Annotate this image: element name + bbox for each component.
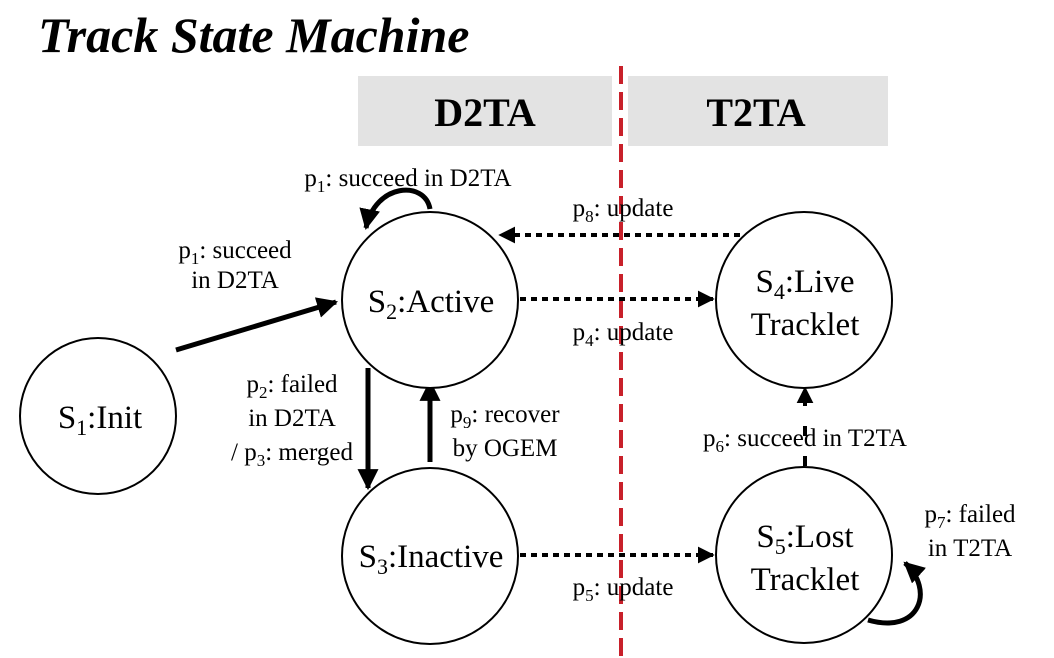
transition-p1-init-label-line2: in D2TA: [191, 267, 279, 294]
state-s5-label-line2: Tracklet: [751, 562, 860, 598]
transition-p1-self-arrow: [359, 187, 433, 231]
transition-p2p3-label-line2: in D2TA: [248, 405, 336, 432]
transition-p6-label-line1: p6: succeed in T2TA: [703, 425, 907, 456]
state-s4-label-line2: Tracklet: [751, 307, 860, 343]
transition-p4-label-line1: p4: update: [573, 319, 674, 350]
zone-d2ta-header: [358, 76, 612, 146]
state-s4-circle: [715, 211, 893, 389]
state-s2-circle: [341, 211, 519, 389]
zone-t2ta-header: [628, 76, 888, 146]
transition-p9-label-line2: by OGEM: [453, 435, 558, 462]
transition-p9-label-line1: p9: recover: [450, 401, 560, 432]
transition-p7-self-label-line2: in T2TA: [928, 535, 1012, 562]
zone-t2ta-label: T2TA: [706, 90, 805, 135]
transition-p1-self-label-line1: p1: succeed in D2TA: [304, 165, 511, 196]
state-s1-circle: [19, 337, 177, 495]
transition-p5-label-line1: p5: update: [573, 574, 674, 605]
state-s5-circle: [715, 466, 893, 644]
transition-p7-self-label-line1: p7: failed: [924, 501, 1016, 532]
zone-d2ta-label: D2TA: [434, 90, 536, 135]
state-s4-label-line1: S4:Live: [755, 264, 854, 304]
state-s2-label-line1: S2:Active: [368, 284, 495, 324]
diagram-title: Track State Machine: [38, 7, 469, 63]
state-s1-label-line1: S1:Init: [58, 400, 142, 440]
state-s3-circle: [341, 467, 519, 645]
transition-p2p3-label-line3: / p3: merged: [231, 439, 353, 470]
transition-p2p3-label-line1: p2: failed: [246, 371, 338, 402]
transition-p8-label-line1: p8: update: [573, 195, 674, 226]
transition-p7-self-arrow: [867, 561, 927, 626]
state-s3-label-line1: S3:Inactive: [359, 539, 504, 579]
transition-p1-init-arrow: [175, 297, 339, 353]
transition-p1-init-label-line1: p1: succeed: [178, 237, 292, 268]
state-s5-label-line1: S5:Lost: [756, 519, 853, 559]
